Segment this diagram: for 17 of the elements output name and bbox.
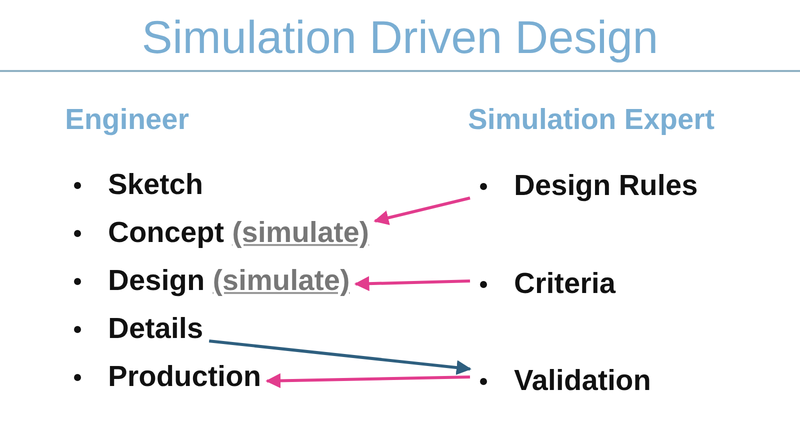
item-text: Concept [108, 217, 224, 249]
column-heading: Simulation Expert [468, 104, 715, 137]
item-text: Production [108, 361, 262, 393]
arrow [354, 276, 470, 292]
note-text: (simulate) [212, 265, 350, 297]
column-heading: Engineer [65, 104, 190, 137]
item-text: Validation [514, 365, 651, 397]
item-text: Criteria [514, 268, 616, 300]
item-text: Design [108, 265, 205, 297]
item-text: Details [108, 313, 204, 345]
title: Simulation Driven Design [140, 10, 660, 64]
arrow [208, 340, 472, 376]
arrow [266, 373, 470, 388]
arrow [374, 196, 470, 226]
item-text: Sketch [108, 169, 204, 201]
item-text: Design Rules [514, 170, 698, 202]
note-text: (simulate) [232, 217, 370, 249]
